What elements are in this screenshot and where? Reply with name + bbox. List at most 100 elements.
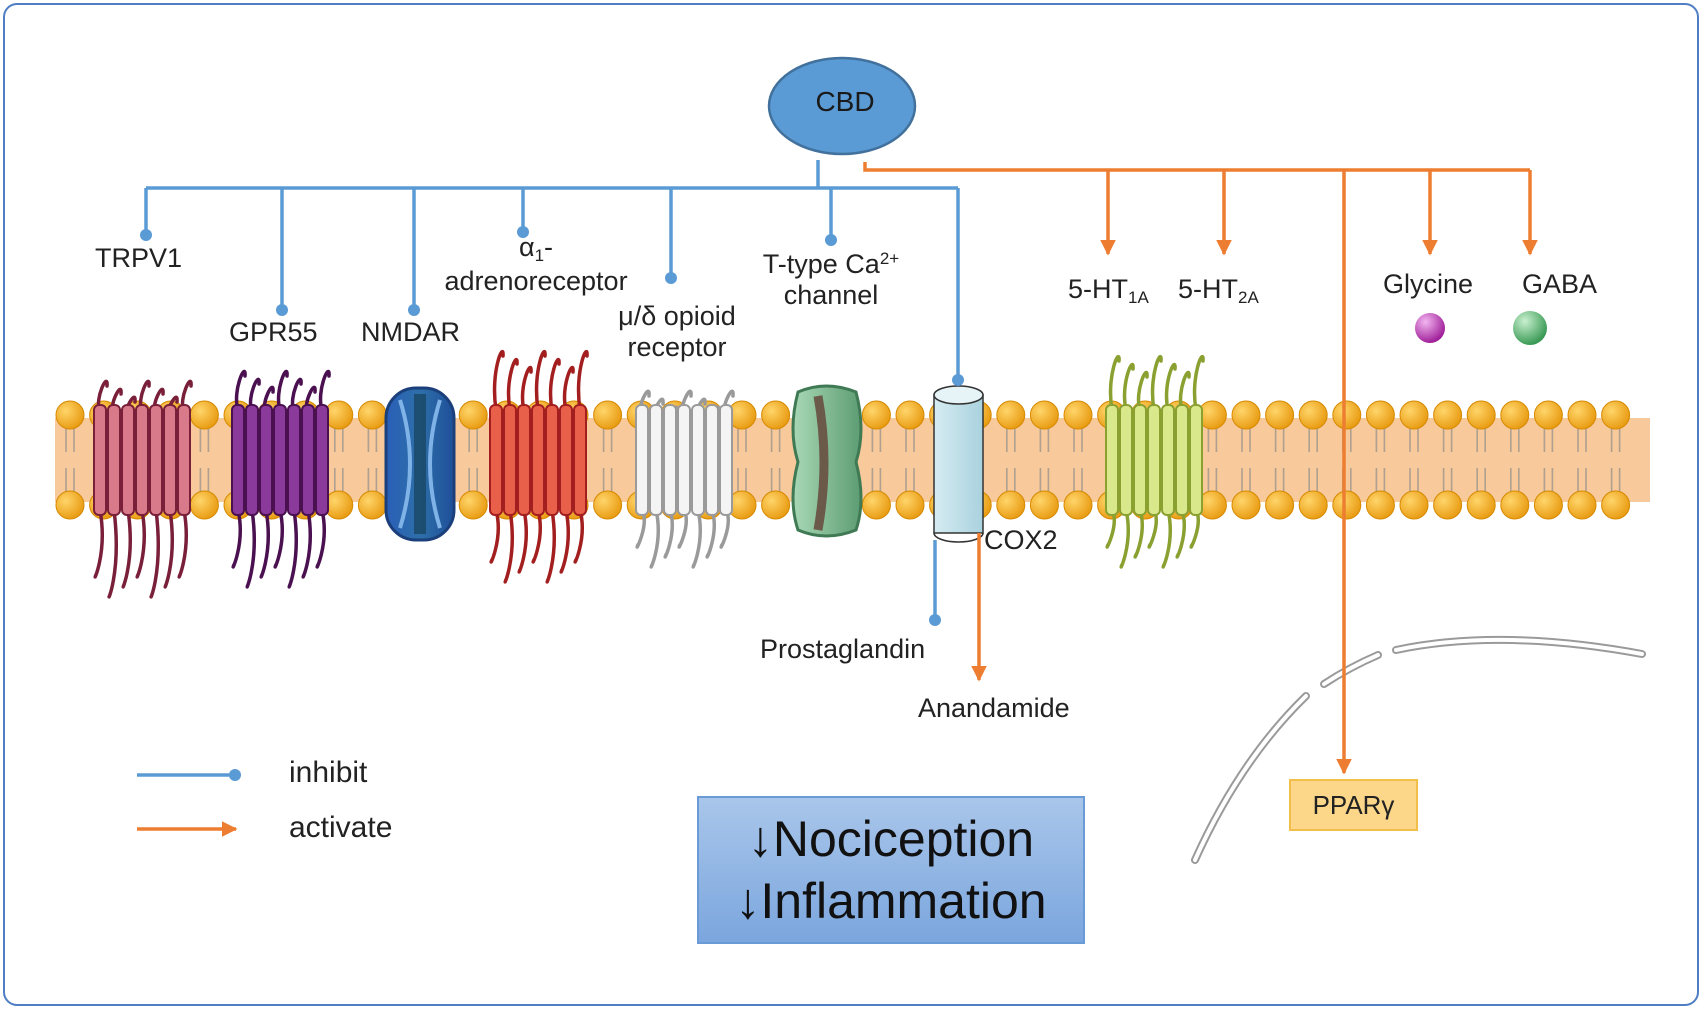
trpv1-receptor (93, 379, 193, 599)
5ht-receptor-helix (1133, 404, 1147, 516)
lipid-head (1231, 490, 1261, 520)
5ht-receptor-helix (1175, 404, 1189, 516)
inhibition-endpoints (140, 226, 964, 626)
lipid-tail (468, 428, 478, 492)
lipid-head (1567, 490, 1597, 520)
5ht-receptor (1105, 354, 1205, 569)
lipid-head (1399, 490, 1429, 520)
gpr55-receptor-helix (273, 404, 287, 516)
gpr55-receptor-loops (231, 369, 331, 589)
lipid-head (55, 490, 85, 520)
activation-edges (863, 162, 1538, 775)
lipid-head (996, 400, 1026, 430)
trpv1-receptor-loops (93, 379, 193, 599)
lipid-tail (65, 428, 75, 492)
lipid-head (1231, 400, 1261, 430)
prostaglandin-label: Prostaglandin (760, 634, 926, 664)
lipid-head (1265, 490, 1295, 520)
cbd-node (767, 56, 917, 156)
nmdar-channel (384, 386, 456, 542)
alpha1-adrenoreceptor-label: α1- adrenoreceptor (426, 232, 646, 297)
alpha1-receptor-helix (503, 404, 517, 516)
gpr55-label: GPR55 (229, 317, 318, 347)
trpv1-receptor-helix (149, 404, 163, 516)
lipid-head (996, 490, 1026, 520)
alpha1-subscript: 1 (534, 246, 545, 265)
outcome-nociception: ↓Nociception (747, 810, 1035, 867)
lipid-head (357, 490, 387, 520)
t-type-channel-label: T-type Ca2+ channel (740, 249, 922, 311)
opioid-receptor-helix (705, 404, 719, 516)
lipid-head (861, 490, 891, 520)
ttype-prefix: T-type Ca (762, 249, 880, 279)
5ht-receptor-helix (1147, 404, 1161, 516)
trpv1-receptor-helix (93, 404, 107, 516)
lipid-head (1365, 490, 1395, 520)
lipid-head (1298, 490, 1328, 520)
lipid-tail (737, 428, 747, 492)
lipid-head (55, 400, 85, 430)
lipid-tail (1241, 428, 1251, 492)
lipid-head (189, 490, 219, 520)
gpr55-receptor-helix (259, 404, 273, 516)
lipid-head (1332, 400, 1362, 430)
cox2-label: COX2 (984, 525, 1058, 555)
outcome-inflammation: ↓Inflammation (735, 873, 1047, 929)
opioid-line1: μ/δ opioid (618, 301, 736, 331)
lipid-head (1601, 490, 1631, 520)
gaba-label: GABA (1522, 269, 1598, 299)
lipid-head (1265, 400, 1295, 430)
lipid-head (895, 490, 925, 520)
alpha1-receptor-helix (573, 404, 587, 516)
alpha1-suffix: - (544, 232, 554, 262)
opioid-receptor-helix (691, 404, 705, 516)
legend-inhibit-dot (229, 769, 241, 781)
alpha1-receptor-helix (559, 404, 573, 516)
alpha1-line2: adrenoreceptor (444, 265, 628, 296)
opioid-receptor-helix (719, 404, 733, 516)
lipid-head (1500, 490, 1530, 520)
gpr55-receptor-helix (245, 404, 259, 516)
lipid-head (1601, 400, 1631, 430)
lipid-head (1029, 400, 1059, 430)
legend-inhibit-label: inhibit (289, 756, 368, 789)
trpv1-receptor-helix (177, 404, 191, 516)
lipid-head (458, 490, 488, 520)
opioid-receptor-helix (649, 404, 663, 516)
ht1a-subscript: 1A (1128, 288, 1149, 307)
5-ht2a-label: 5-HT2A (1178, 274, 1259, 308)
alpha1-prefix: α (518, 232, 535, 262)
lipid-tail (602, 428, 613, 492)
lipid-head (1433, 490, 1463, 520)
gpr55-receptor-helix (287, 404, 301, 516)
lipid-head (1500, 400, 1530, 430)
lipid-tail (1510, 428, 1520, 492)
lipid-head (189, 400, 219, 430)
legend (137, 769, 241, 837)
opioid-receptor-helix (635, 404, 649, 516)
lipid-tail (1274, 428, 1285, 492)
trpv1-receptor-helix (107, 404, 121, 516)
lipid-head (1466, 490, 1496, 520)
5ht-receptor-helix (1189, 404, 1203, 516)
lipid-head (1332, 490, 1362, 520)
lipid-head (1466, 400, 1496, 430)
opioid-receptor (635, 389, 735, 569)
nmdar-label: NMDAR (361, 317, 460, 347)
lipid-head (1533, 490, 1563, 520)
5-ht1a-label: 5-HT1A (1068, 274, 1149, 308)
lipid-head (1533, 400, 1563, 430)
lipid-head (1063, 400, 1093, 430)
lipid-tail (1610, 428, 1621, 492)
lipid-tail (1476, 428, 1486, 492)
ht1a-prefix: 5-HT (1068, 274, 1128, 304)
lipid-tail (1375, 428, 1386, 492)
gaba-ball (1513, 311, 1547, 345)
glycine-ball (1415, 313, 1445, 343)
lipid-head (1567, 400, 1597, 430)
lipid-tail (1577, 428, 1587, 492)
lipid-tail (1543, 428, 1554, 492)
5ht-receptor-loops (1105, 354, 1205, 569)
ht2a-subscript: 2A (1238, 288, 1259, 307)
lipid-head (1063, 490, 1093, 520)
